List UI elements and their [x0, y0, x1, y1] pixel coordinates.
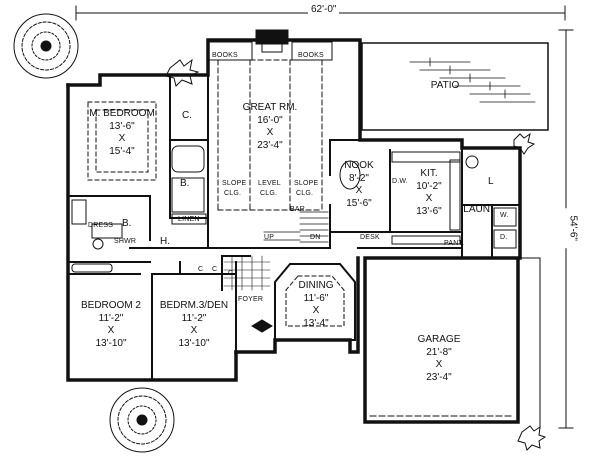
- room-depth: 13'-10": [95, 337, 127, 349]
- patio-slab: [361, 42, 549, 131]
- label-level: LEVEL: [258, 180, 281, 187]
- room-kitchen: KIT. 10'-2" X 13'-6": [404, 168, 454, 218]
- label-books-left: BOOKS: [212, 52, 238, 59]
- room-x: X: [118, 133, 126, 144]
- overall-width-label: 62'-0": [308, 4, 340, 17]
- room-name: BEDRM.3/DEN: [159, 300, 229, 311]
- label-closet-foyer: C: [228, 270, 234, 277]
- overall-depth-label: 54'-6": [565, 208, 579, 249]
- room-x: X: [435, 359, 443, 370]
- room-x: X: [107, 325, 115, 336]
- room-depth: 13'-10": [178, 337, 210, 349]
- room-x: X: [190, 325, 198, 336]
- label-shower: SHWR: [114, 238, 137, 245]
- label-foyer: FOYER: [238, 296, 264, 303]
- room-width: 16'-0": [257, 114, 283, 126]
- room-nook: NOOK 8'-2" X 15'-6": [334, 160, 384, 210]
- room-bedroom-2: BEDROOM 2 11'-2" X 13'-10": [76, 300, 146, 350]
- label-slope-left: SLOPE: [222, 180, 247, 187]
- room-depth: 23'-4": [426, 371, 452, 383]
- room-width: 11'-2": [181, 312, 207, 324]
- room-depth: 23'-4": [257, 139, 283, 151]
- landscape-tree-top-left: [13, 13, 79, 79]
- room-width: 21'-8": [426, 346, 452, 358]
- room-patio: PATIO: [430, 80, 460, 91]
- room-name: NOOK: [344, 160, 374, 171]
- label-clg-1: CLG.: [224, 190, 242, 197]
- room-width: 11'-6": [303, 292, 329, 304]
- room-width: 11'-2": [98, 312, 124, 324]
- room-depth: 15'-6": [346, 197, 372, 209]
- landscape-tree-bottom-left: [109, 387, 175, 453]
- room-x: X: [312, 305, 320, 316]
- label-closet-b2: C: [198, 266, 204, 273]
- label-dress: DRESS: [88, 222, 114, 229]
- interior-walls: [67, 74, 521, 381]
- label-closet-master: C.: [182, 110, 192, 121]
- room-depth: 13'-4": [303, 317, 329, 329]
- room-dining: DINING 11'-6" X 13'-4": [288, 280, 344, 330]
- room-master-bedroom: M. BEDROOM 13'-6" X 15'-4": [84, 108, 160, 158]
- room-depth: 15'-4": [109, 145, 135, 157]
- label-dishwasher: D.W.: [392, 178, 408, 185]
- label-bath-hall: B.: [122, 218, 132, 229]
- room-name: KIT.: [420, 168, 438, 179]
- label-books-right: BOOKS: [298, 52, 324, 59]
- room-great-room: GREAT RM. 16'-0" X 23'-4": [232, 102, 308, 152]
- room-name: M. BEDROOM: [89, 108, 155, 119]
- room-name: GARAGE: [417, 334, 461, 345]
- room-x: X: [266, 127, 274, 138]
- label-washer: W.: [500, 212, 509, 219]
- label-desk: DESK: [360, 234, 380, 241]
- label-closet-b3: C: [212, 266, 218, 273]
- label-laundry-l: L: [488, 176, 494, 187]
- room-depth: 13'-6": [416, 205, 442, 217]
- label-clg-3: CLG.: [296, 190, 314, 197]
- room-width: 8'-2": [349, 172, 369, 184]
- label-dryer: D.: [500, 234, 508, 241]
- room-laundry: LAUN.: [463, 204, 493, 215]
- label-dn: DN: [310, 234, 321, 241]
- room-bedroom-3-den: BEDRM.3/DEN 11'-2" X 13'-10": [156, 300, 232, 350]
- room-width: 13'-6": [109, 120, 135, 132]
- shrub-top: [165, 58, 200, 87]
- shrub-corner: [517, 425, 547, 451]
- room-width: 10'-2": [416, 180, 442, 192]
- label-up: UP: [264, 234, 275, 241]
- shrub-patio: [513, 132, 536, 155]
- detail-lines: [71, 29, 541, 429]
- room-garage: GARAGE 21'-8" X 23'-4": [404, 334, 474, 384]
- room-x: X: [355, 185, 363, 196]
- label-pantry: PANT.: [444, 240, 465, 247]
- room-name: BEDROOM 2: [80, 300, 141, 311]
- label-slope-right: SLOPE: [294, 180, 319, 187]
- label-clg-2: CLG.: [260, 190, 278, 197]
- room-name: GREAT RM.: [242, 102, 298, 113]
- label-bath-master: B.: [180, 178, 190, 189]
- label-bar: BAR: [290, 206, 305, 213]
- room-name: DINING: [298, 280, 334, 291]
- label-hall: H.: [160, 236, 170, 247]
- label-linen: LINEN: [178, 216, 200, 223]
- room-x: X: [425, 193, 433, 204]
